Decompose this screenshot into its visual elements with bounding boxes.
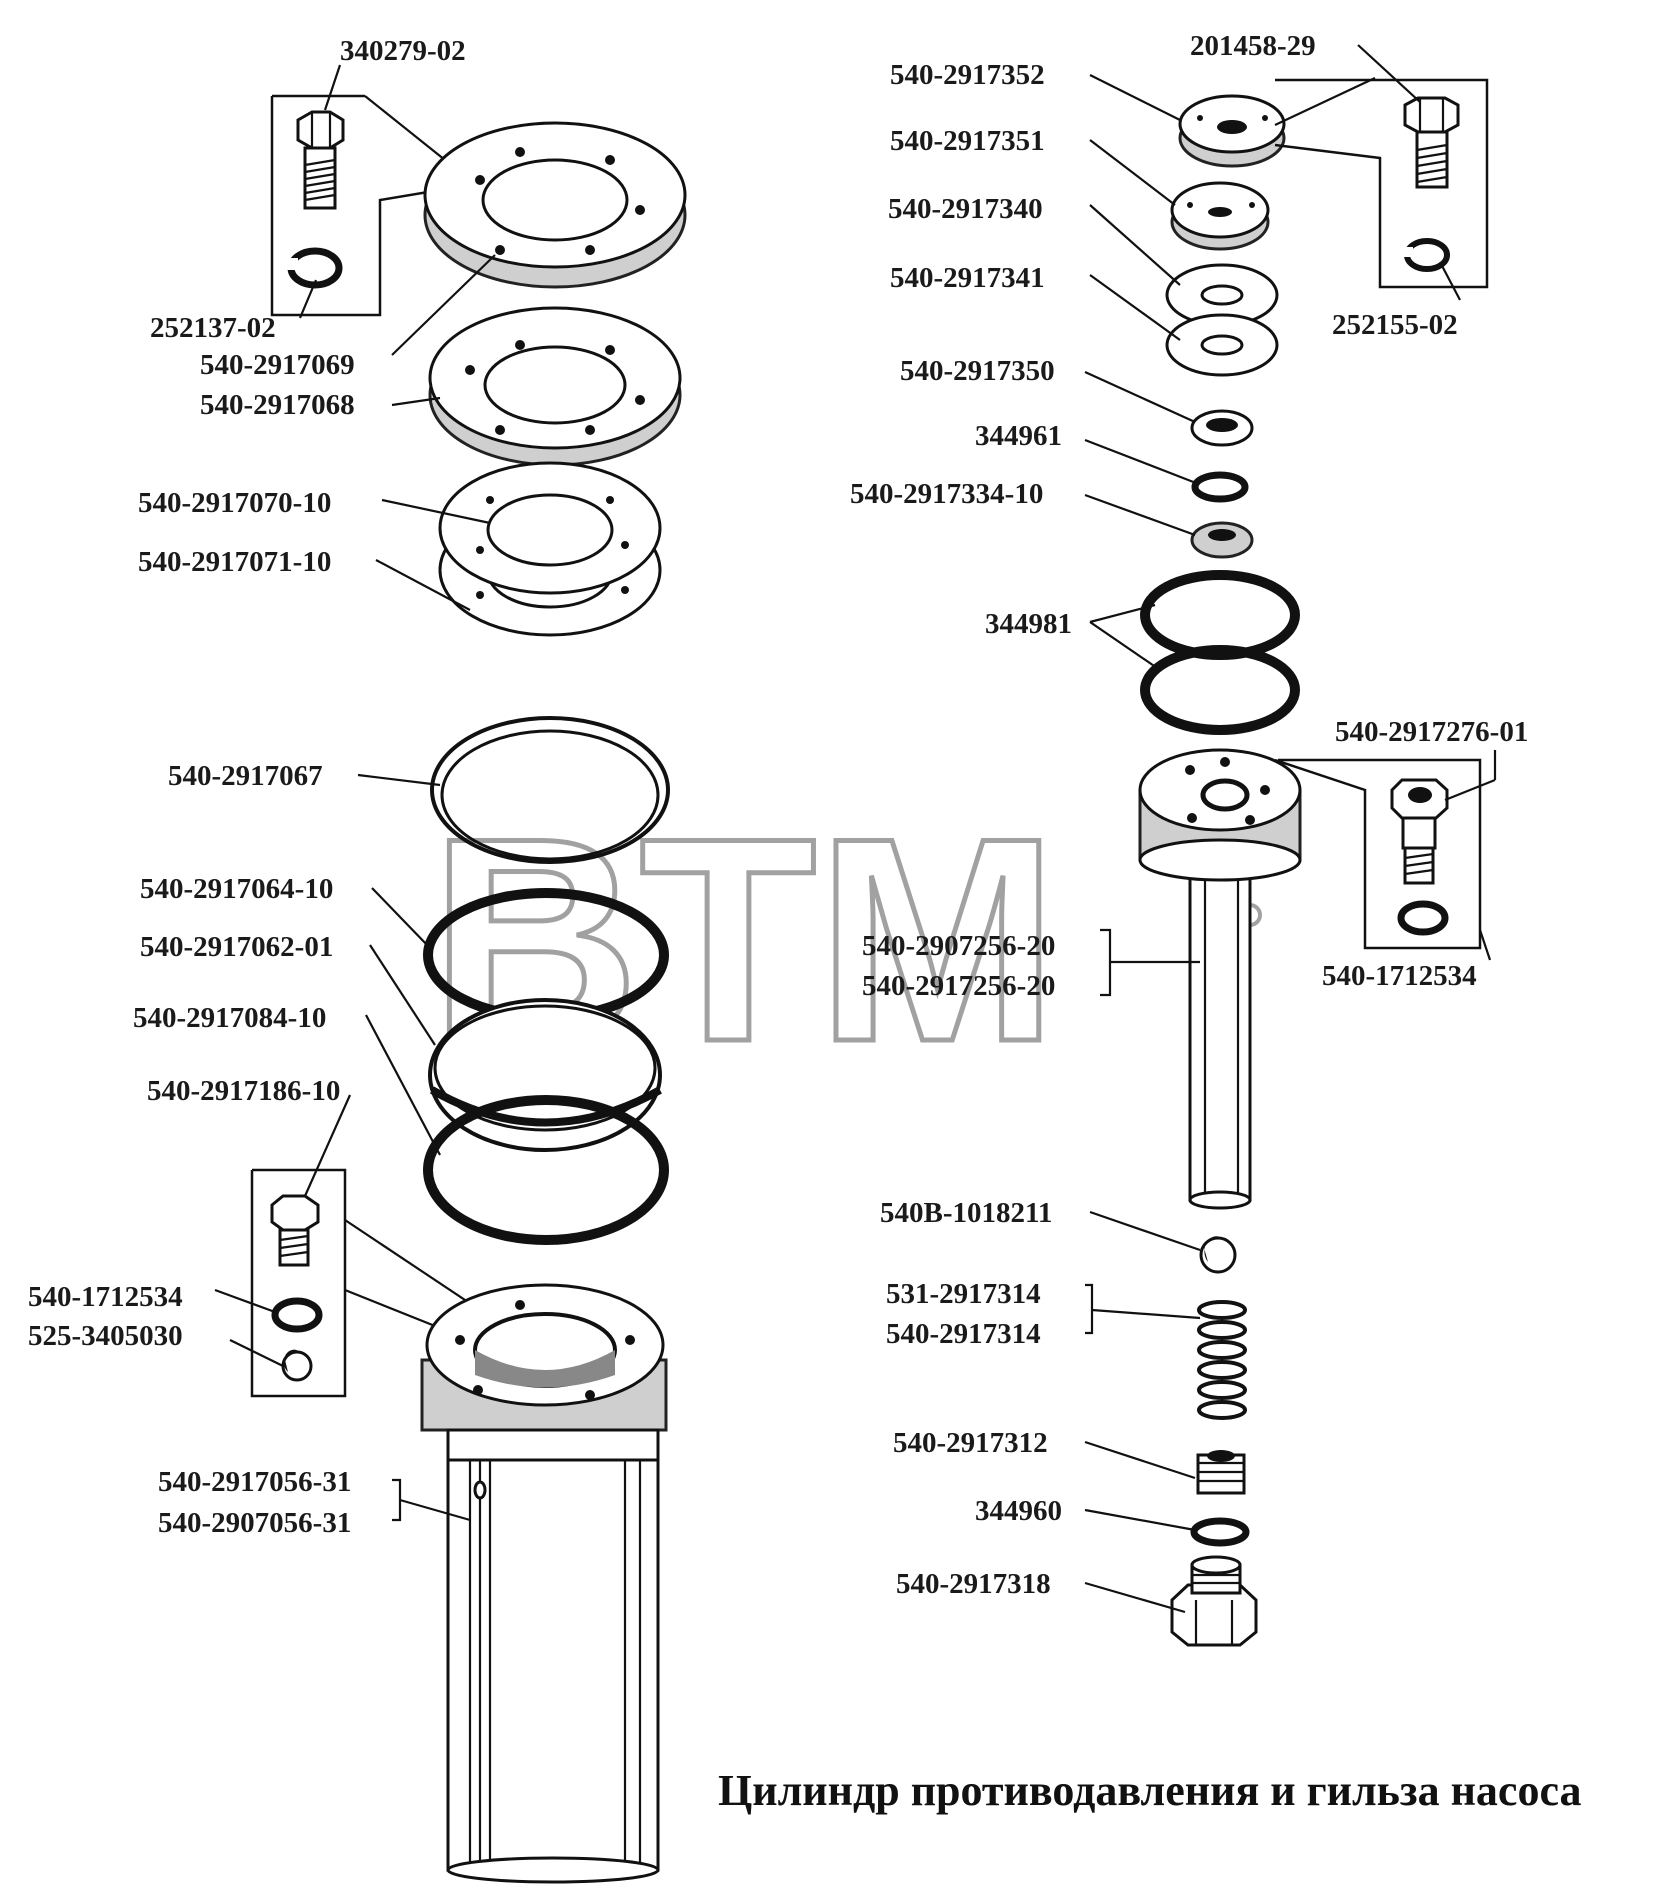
label-540-2917062-01: 540-2917062-01	[140, 931, 333, 963]
plate-540-2917351	[1170, 181, 1270, 251]
plunger-540-2907256-20	[1138, 748, 1302, 1210]
plug-nut-540-2917318	[1170, 1555, 1258, 1647]
label-344960: 344960	[975, 1495, 1062, 1527]
bolt-340279-02	[296, 110, 345, 210]
plate-540-2917341	[1165, 313, 1279, 377]
guide-540-2917312	[1196, 1450, 1246, 1495]
lock-ring-252137-02	[286, 247, 343, 289]
label-540-2917352: 540-2917352	[890, 59, 1045, 91]
label-540-2907256-20: 540-2907256-20	[862, 930, 1055, 962]
label-340279-02: 340279-02	[340, 35, 466, 67]
diagram-title: Цилиндр противодавления и гильза насоса	[718, 1766, 1582, 1815]
label-540-2917069: 540-2917069	[200, 349, 355, 381]
label-540-1712534-left: 540-1712534	[28, 1281, 183, 1313]
label-344981: 344981	[985, 608, 1072, 640]
label-540B-1018211: 540B-1018211	[880, 1197, 1052, 1229]
ring-540-2917062-01	[428, 998, 662, 1152]
label-540-2917340: 540-2917340	[888, 193, 1043, 225]
bolt-201458-29	[1403, 96, 1460, 189]
label-540-2917067: 540-2917067	[168, 760, 323, 792]
o-ring-344981-a	[1140, 570, 1300, 660]
label-525-3405030: 525-3405030	[28, 1320, 183, 1352]
label-540-2907056-31: 540-2907056-31	[158, 1507, 351, 1539]
label-540-2917071-10: 540-2917071-10	[138, 546, 331, 578]
label-540-2917314: 540-2917314	[886, 1318, 1041, 1350]
plug-group-bracket	[250, 1168, 347, 1398]
part-labels: 340279-02 252137-02 540-2917069 540-2917…	[28, 30, 1528, 1600]
ring-344961	[1191, 471, 1249, 503]
label-540-2917276-01: 540-2917276-01	[1335, 716, 1528, 748]
label-344961: 344961	[975, 420, 1062, 452]
label-540-2917056-31: 540-2917056-31	[158, 1466, 351, 1498]
label-540-2917068: 540-2917068	[200, 389, 355, 421]
screw-group-bracket	[1274, 758, 1482, 950]
ball-525-3405030	[281, 1349, 313, 1382]
flange-540-2917069	[423, 121, 687, 289]
o-ring-540-2917084-10	[423, 1095, 669, 1245]
washer-540-1712534-right	[1397, 900, 1449, 936]
seal-540-2917350	[1190, 409, 1254, 447]
label-540-2917084-10: 540-2917084-10	[133, 1002, 326, 1034]
spring-531-2917314	[1197, 1300, 1247, 1420]
label-252137-02: 252137-02	[150, 312, 276, 344]
label-540-2917341: 540-2917341	[890, 262, 1045, 294]
bolt-group-bracket	[270, 94, 471, 317]
ball-540B-1018211	[1199, 1236, 1237, 1274]
seal-540-2917334-10	[1190, 521, 1254, 559]
label-540-2917312: 540-2917312	[893, 1427, 1048, 1459]
label-540-1712534-right: 540-1712534	[1322, 960, 1477, 992]
o-ring-344981-b	[1140, 645, 1300, 735]
bolt-group-bracket-right	[1274, 78, 1489, 289]
plug-540-2917186-10	[270, 1194, 320, 1267]
ring-540-2917067	[430, 716, 670, 864]
flange-540-2917068	[428, 306, 682, 467]
lock-ring-252155-02	[1403, 238, 1450, 272]
label-201458-29: 201458-29	[1190, 30, 1316, 62]
label-540-2917186-10: 540-2917186-10	[147, 1075, 340, 1107]
label-540-2917350: 540-2917350	[900, 355, 1055, 387]
label-540-2917334-10: 540-2917334-10	[850, 478, 1043, 510]
leader-line	[1274, 77, 1376, 126]
pump-sleeve-540-2917056-31	[420, 1283, 668, 1884]
gasket-540-2917071-10	[438, 461, 662, 595]
label-540-2917064-10: 540-2917064-10	[140, 873, 333, 905]
label-252155-02: 252155-02	[1332, 309, 1458, 341]
label-540-2917256-20: 540-2917256-20	[862, 970, 1055, 1002]
plate-540-2917340	[1165, 263, 1279, 327]
label-540-2917351: 540-2917351	[890, 125, 1045, 157]
ring-344960	[1190, 1517, 1250, 1547]
label-540-2917318: 540-2917318	[896, 1568, 1051, 1600]
screw-540-2917276-01	[1390, 778, 1449, 885]
plate-540-2917352	[1178, 94, 1286, 168]
label-540-2917070-10: 540-2917070-10	[138, 487, 331, 519]
leader-lines	[214, 44, 1497, 1614]
washer-540-1712534-left	[271, 1297, 323, 1333]
label-531-2917314: 531-2917314	[886, 1278, 1041, 1310]
